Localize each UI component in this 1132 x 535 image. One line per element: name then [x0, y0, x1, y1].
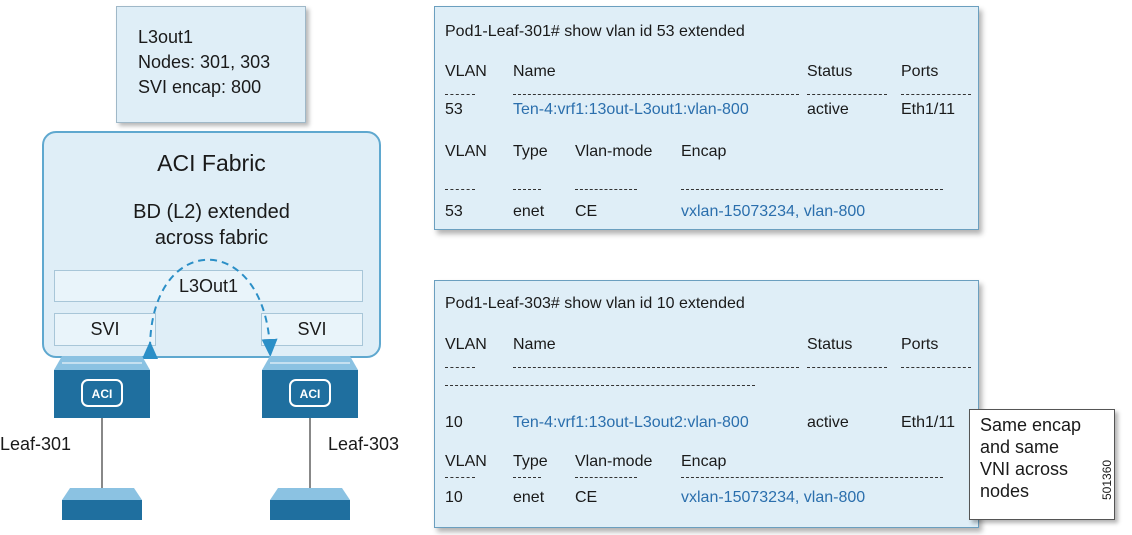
cli1-r2-mode: CE — [575, 203, 598, 220]
leaf-303-switch-icon — [262, 356, 358, 418]
leaf-303-label: Leaf-303 — [328, 434, 400, 454]
aci-badge-icon: ACI — [81, 379, 123, 407]
cli1-h-ports: Ports — [901, 63, 939, 80]
cli1-r2-encap: vxlan-15073234, vlan-800 — [681, 203, 866, 220]
svi-left: SVI — [54, 313, 156, 346]
callout-line2: and same — [980, 437, 1060, 457]
cli1-r-vlan: 53 — [445, 101, 463, 118]
cli1-sep — [513, 94, 799, 95]
cli1-h-status: Status — [807, 63, 853, 80]
cli2-r2-mode: CE — [575, 489, 598, 506]
cli1-r-status: active — [807, 101, 849, 118]
cli2-prompt: Pod1-Leaf-303# show vlan id 10 extended — [445, 295, 745, 312]
leaf-301-switch-icon — [54, 356, 150, 418]
switch-badge-left: ACI — [92, 387, 113, 401]
cli1-h-name: Name — [513, 63, 556, 80]
cli2-sep2 — [513, 477, 541, 478]
host-left-icon — [62, 488, 142, 520]
cli-output-leaf-301: Pod1-Leaf-301# show vlan id 53 extended … — [434, 6, 979, 230]
aci-badge-icon: ACI — [289, 379, 331, 407]
cli2-r2-encap: vxlan-15073234, vlan-800 — [681, 489, 866, 506]
cli2-sep2 — [681, 477, 943, 478]
l3out-info-box: L3out1 Nodes: 301, 303 SVI encap: 800 — [116, 6, 306, 123]
cli1-h-vlan: VLAN — [445, 63, 487, 80]
switch-badge-right: ACI — [300, 387, 321, 401]
cli2-h2-vlan: VLAN — [445, 453, 487, 470]
cli2-sep2 — [575, 477, 637, 478]
cli2-sep2 — [445, 477, 475, 478]
cli2-r-ports: Eth1/11 — [901, 414, 955, 431]
fabric-subtitle: BD (L2) extended across fabric — [42, 199, 381, 251]
cli2-h-ports: Ports — [901, 336, 939, 353]
l3out-bar: L3Out1 — [54, 270, 363, 302]
cli1-prompt: Pod1-Leaf-301# show vlan id 53 extended — [445, 23, 745, 40]
cli2-r-vlan: 10 — [445, 414, 463, 431]
cli1-sep — [901, 94, 971, 95]
cli1-sep2 — [513, 189, 541, 190]
cli2-sep — [445, 367, 475, 368]
svi-right: SVI — [261, 313, 363, 346]
figure-id: 501360 — [1100, 459, 1114, 500]
cli2-sep — [807, 367, 887, 368]
cli1-h2-mode: Vlan-mode — [575, 143, 653, 160]
info-svi-encap: SVI encap: 800 — [138, 77, 262, 97]
cli1-r2-vlan: 53 — [445, 203, 463, 220]
cli2-h2-type: Type — [513, 453, 548, 470]
cli1-r-ports: Eth1/11 — [901, 101, 955, 118]
extended-bd-arc — [141, 258, 278, 360]
fabric-subtitle-line1: BD (L2) extended — [133, 201, 290, 223]
cli2-sep — [513, 367, 799, 368]
info-title: L3out1 — [138, 27, 194, 47]
cli2-r-name: Ten-4:vrf1:13out-L3out2:vlan-800 — [513, 414, 749, 431]
cli2-h-status: Status — [807, 336, 853, 353]
info-nodes: Nodes: 301, 303 — [138, 52, 271, 72]
host-right-icon — [270, 488, 350, 520]
cli2-sep-wrap — [445, 385, 755, 386]
same-encap-callout: Same encap and same VNI across nodes — [969, 409, 1115, 520]
cli2-r2-type: enet — [513, 489, 545, 506]
fabric-title: ACI Fabric — [157, 150, 266, 176]
cli2-sep — [901, 367, 971, 368]
cli2-h-name: Name — [513, 336, 556, 353]
cli1-r-name: Ten-4:vrf1:13out-L3out1:vlan-800 — [513, 101, 749, 118]
cli-output-leaf-303: Pod1-Leaf-303# show vlan id 10 extended … — [434, 280, 979, 528]
cli1-sep2 — [445, 189, 475, 190]
cli1-sep — [807, 94, 887, 95]
cli2-h2-mode: Vlan-mode — [575, 453, 653, 470]
cli1-r2-type: enet — [513, 203, 545, 220]
cli2-r2-vlan: 10 — [445, 489, 463, 506]
cli2-h-vlan: VLAN — [445, 336, 487, 353]
cli1-h2-vlan: VLAN — [445, 143, 487, 160]
cli2-h2-encap: Encap — [681, 453, 727, 470]
cli1-h2-encap: Encap — [681, 143, 727, 160]
cli2-r-status: active — [807, 414, 849, 431]
cli1-sep — [445, 94, 475, 95]
cli1-sep2 — [575, 189, 637, 190]
callout-line4: nodes — [980, 481, 1030, 501]
callout-line3: VNI across — [980, 459, 1069, 479]
cli1-sep2 — [681, 189, 943, 190]
leaf-301-label: Leaf-301 — [0, 434, 72, 454]
fabric-subtitle-line2: across fabric — [154, 227, 269, 249]
cli1-h2-type: Type — [513, 143, 548, 160]
callout-line1: Same encap — [980, 415, 1082, 435]
